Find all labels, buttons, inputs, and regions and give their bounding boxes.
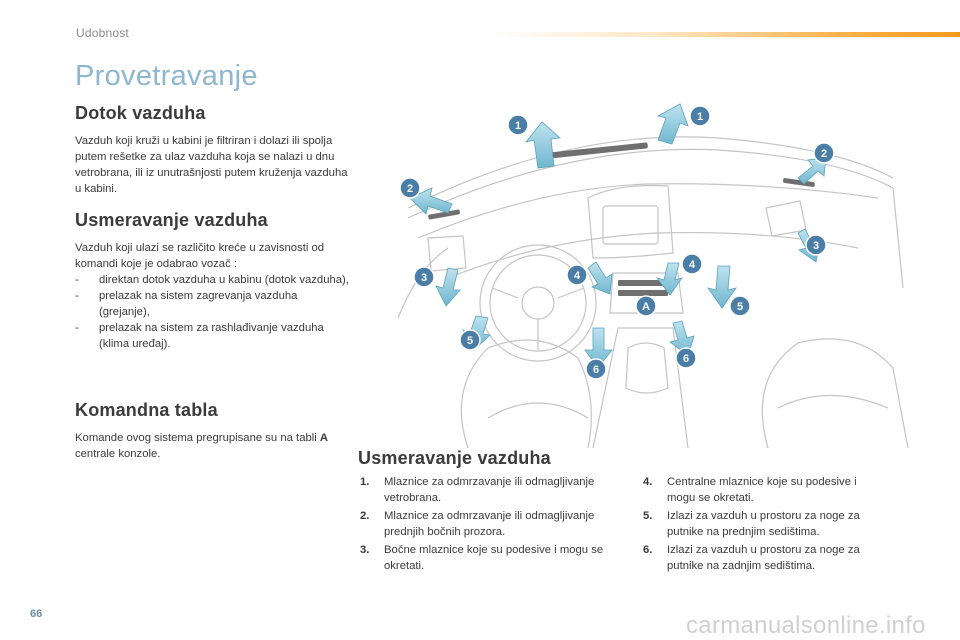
item-number: 1. <box>360 476 370 488</box>
dashboard-ventilation-illustration: 1 1 2 2 3 3 4 4 5 5 6 6 A <box>397 103 909 448</box>
item-number: 3. <box>360 544 370 556</box>
list-item: 2. Mlaznice za odmrzavanje ili odmagljiva… <box>360 508 622 540</box>
item-text: Izlazi za vazduh u prostoru za noge za p… <box>667 544 860 572</box>
item-text: Centralne mlaznice koje su podesive i mo… <box>667 476 857 504</box>
usmeravanje-mode-list: -direktan dotok vazduha u kabinu (dotok … <box>75 272 350 352</box>
list-item: 5. Izlazi za vazduh u prostoru za noge za… <box>643 508 888 540</box>
heading-usmeravanje-right: Usmeravanje vazduha <box>358 448 551 468</box>
komandna-panel-ref: A <box>319 432 329 444</box>
badge-6-right: 6 <box>675 347 697 369</box>
svg-text:6: 6 <box>683 353 689 365</box>
svg-text:4: 4 <box>689 259 696 271</box>
watermark: carmanualsonline.info <box>686 612 926 639</box>
item-text: Izlazi za vazduh u prostoru za noge za p… <box>667 510 860 538</box>
badge-3-left: 3 <box>413 266 435 288</box>
badge-4-right: 4 <box>681 253 703 275</box>
svg-text:3: 3 <box>421 272 427 284</box>
heading-dotok: Dotok vazduha <box>75 103 206 123</box>
paragraph-dotok: Vazduh koji kruži u kabini je filtriran … <box>75 135 348 195</box>
badge-3-right: 3 <box>805 234 827 256</box>
outlet-list-right: 4. Centralne mlaznice koje su podesive i … <box>643 474 888 576</box>
item-number: 6. <box>643 544 653 556</box>
list-item: -direktan dotok vazduha u kabinu (dotok … <box>75 274 349 286</box>
badge-6-left: 6 <box>585 358 607 380</box>
list-item: 1. Mlaznice za odmrzavanje ili odmagljiva… <box>360 474 622 506</box>
section-dotok: Dotok vazduha Vazduh koji kruži u kabini… <box>75 103 350 197</box>
list-item: -prelazak na sistem zagrevanja vazduha (… <box>75 290 298 318</box>
svg-text:1: 1 <box>697 111 703 123</box>
badge-A-control-panel: A <box>635 295 657 317</box>
item-text: Bočne mlaznice koje su podesive i mogu s… <box>384 544 604 572</box>
section-header: Udobnost <box>76 26 129 40</box>
section-komandna: Komandna tabla Komande ovog sistema preg… <box>75 400 350 462</box>
svg-text:2: 2 <box>407 183 413 195</box>
item-number: 2. <box>360 510 370 522</box>
page-title: Provetravanje <box>75 60 258 92</box>
komandna-text-end: centrale konzole. <box>75 448 161 460</box>
badge-2-left: 2 <box>399 177 421 199</box>
heading-usmeravanje-left: Usmeravanje vazduha <box>75 210 268 230</box>
svg-text:6: 6 <box>593 364 599 376</box>
item-number: 4. <box>643 476 653 488</box>
paragraph-usmeravanje-intro: Vazduh koji ulazi se različito kreće u z… <box>75 242 325 270</box>
badge-4-left: 4 <box>566 264 588 286</box>
badge-2-right: 2 <box>813 142 835 164</box>
list-item-text: direktan dotok vazduha u kabinu (dotok v… <box>99 274 349 286</box>
svg-text:5: 5 <box>737 301 743 313</box>
item-number: 5. <box>643 510 653 522</box>
list-item: 4. Centralne mlaznice koje su podesive i … <box>643 474 888 506</box>
list-item-text: prelazak na sistem za rashlađivanje vazd… <box>99 322 324 350</box>
item-text: Mlaznice za odmrzavanje ili odmagljivanj… <box>384 476 595 504</box>
page-number: 66 <box>30 608 43 620</box>
svg-text:A: A <box>642 301 650 313</box>
section-usmeravanje-right: Usmeravanje vazduha <box>358 448 551 469</box>
list-item: 6. Izlazi za vazduh u prostoru za noge za… <box>643 542 888 574</box>
svg-text:1: 1 <box>515 120 521 132</box>
badge-5-left: 5 <box>459 329 481 351</box>
paragraph-komandna: Komande ovog sistema pregrupisane su na … <box>75 430 350 462</box>
heading-komandna: Komandna tabla <box>75 400 218 420</box>
badge-5-right: 5 <box>729 295 751 317</box>
svg-text:5: 5 <box>467 335 473 347</box>
badge-1-left: 1 <box>507 114 529 136</box>
section-usmeravanje-left: Usmeravanje vazduha Vazduh koji ulazi se… <box>75 210 350 352</box>
svg-text:3: 3 <box>813 240 819 252</box>
badge-1-right: 1 <box>689 105 711 127</box>
outlet-list-left: 1. Mlaznice za odmrzavanje ili odmagljiva… <box>360 474 622 576</box>
list-item: 3. Bočne mlaznice koje su podesive i mogu… <box>360 542 622 574</box>
komandna-text: Komande ovog sistema pregrupisane su na … <box>75 432 320 444</box>
item-text: Mlaznice za odmrzavanje ili odmagljivanj… <box>384 510 595 538</box>
svg-text:2: 2 <box>821 148 827 160</box>
svg-text:4: 4 <box>574 270 581 282</box>
list-item: -prelazak na sistem za rashlađivanje vaz… <box>75 322 324 350</box>
list-item-text: prelazak na sistem zagrevanja vazduha (g… <box>99 290 298 318</box>
header-accent-bar <box>490 32 960 37</box>
